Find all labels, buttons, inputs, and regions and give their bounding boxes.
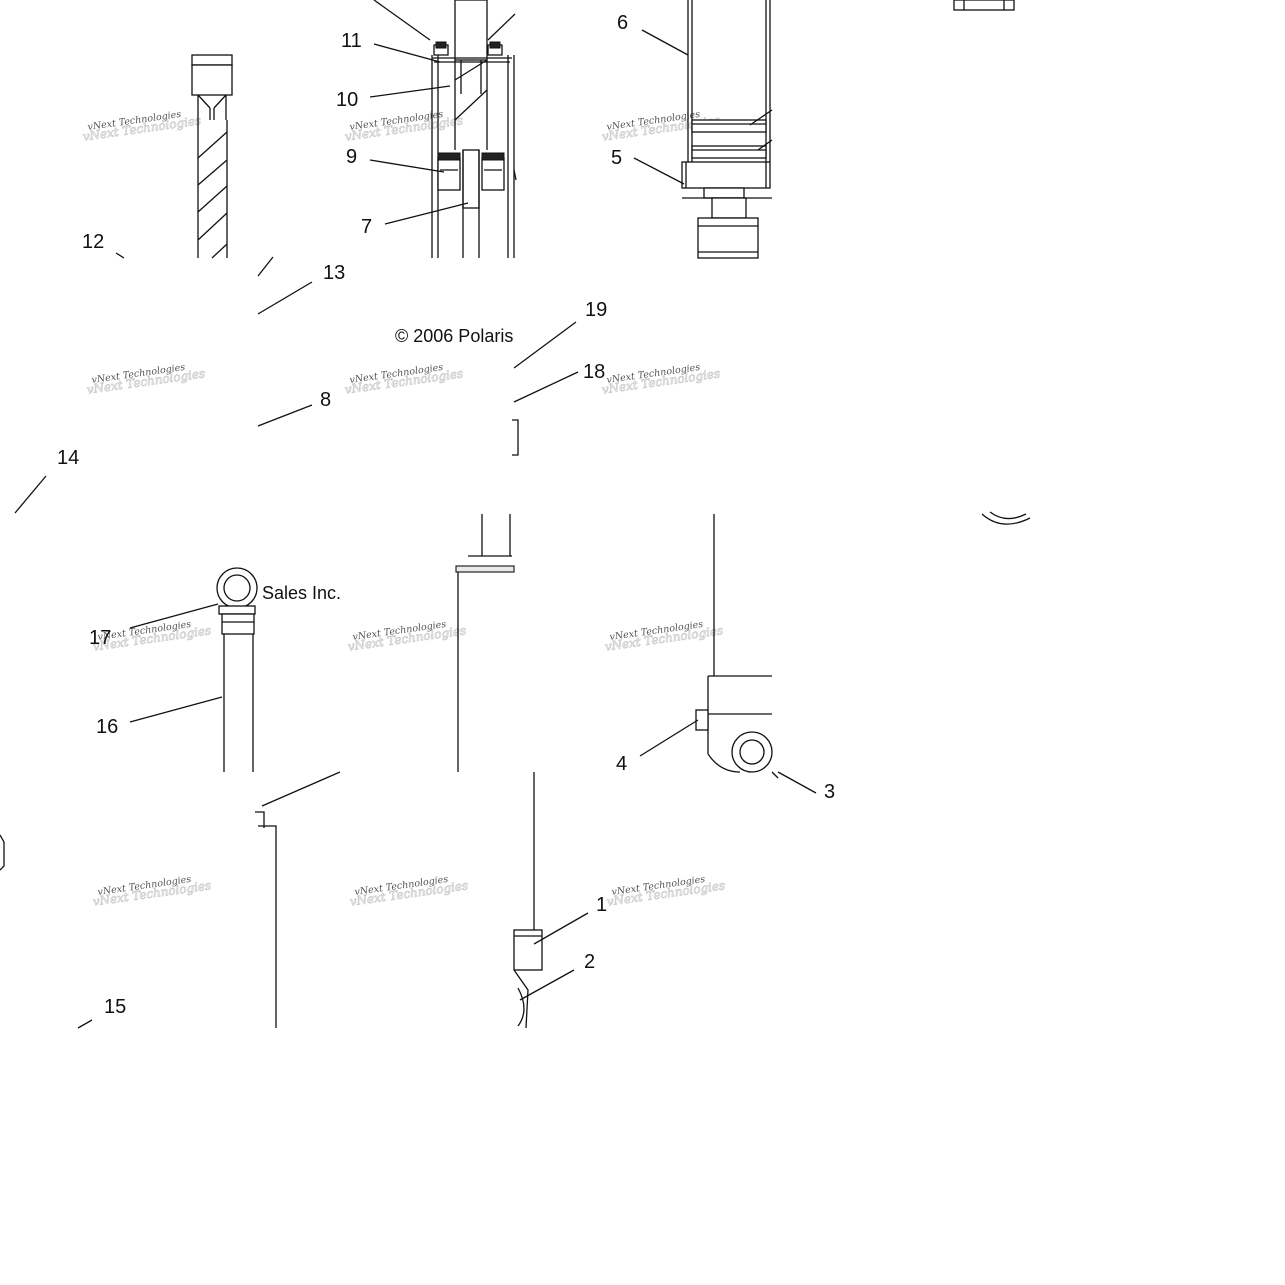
callout-labels: 1 2 3 4 5 6 7 8 9 10 11 12 13 14 15 16 1… xyxy=(57,12,835,1018)
body-bottom-eye-part xyxy=(695,514,779,779)
watermark: vNext Technologies vNext Technologies xyxy=(347,619,468,654)
callout-1: 1 xyxy=(596,894,607,916)
callout-11: 11 xyxy=(341,30,362,52)
leader-lines xyxy=(77,0,817,1029)
shock-body-part xyxy=(681,0,773,259)
watermark: vNext Technologies vNext Technologies xyxy=(82,109,203,144)
watermark: vNext Technologies vNext Technologies xyxy=(604,619,725,654)
outer-tube-part xyxy=(455,514,543,1029)
copyright-text: © 2006 Polaris xyxy=(395,326,513,346)
watermark: vNext Technologies vNext Technologies xyxy=(344,362,465,397)
watermark-grid: vNext Technologies vNext Technologies vN… xyxy=(82,109,727,909)
callout-5: 5 xyxy=(611,147,622,169)
shock-cutaway-part xyxy=(431,0,517,258)
callout-7: 7 xyxy=(361,216,372,238)
callout-15: 15 xyxy=(104,996,126,1018)
middle-parts xyxy=(14,281,1031,525)
spring-rod-part xyxy=(191,54,274,277)
callout-17: 17 xyxy=(89,627,111,649)
watermark: vNext Technologies vNext Technologies xyxy=(606,874,727,909)
watermark: vNext Technologies vNext Technologies xyxy=(349,874,470,909)
callout-4: 4 xyxy=(616,753,627,775)
callout-18: 18 xyxy=(583,361,605,383)
callout-3: 3 xyxy=(824,781,835,803)
small-cap-part xyxy=(953,0,1015,11)
callout-6: 6 xyxy=(617,12,628,34)
callout-19: 19 xyxy=(585,299,607,321)
watermark: vNext Technologies vNext Technologies xyxy=(86,362,207,397)
callout-8: 8 xyxy=(320,389,331,411)
watermark: vNext Technologies vNext Technologies xyxy=(344,109,465,144)
callout-10: 10 xyxy=(336,89,358,111)
callout-14: 14 xyxy=(57,447,79,469)
eye-shaft-part xyxy=(216,567,341,1028)
sales-text: Sales Inc. xyxy=(262,583,341,603)
watermark: vNext Technologies vNext Technologies xyxy=(92,874,213,909)
callout-12: 12 xyxy=(82,231,104,253)
callout-9: 9 xyxy=(346,146,357,168)
callout-16: 16 xyxy=(96,716,118,738)
callout-13: 13 xyxy=(323,262,345,284)
watermark: vNext Technologies vNext Technologies xyxy=(601,362,722,397)
bracket-fragment xyxy=(0,834,5,871)
callout-2: 2 xyxy=(584,951,595,973)
spring-hatching xyxy=(197,131,228,259)
